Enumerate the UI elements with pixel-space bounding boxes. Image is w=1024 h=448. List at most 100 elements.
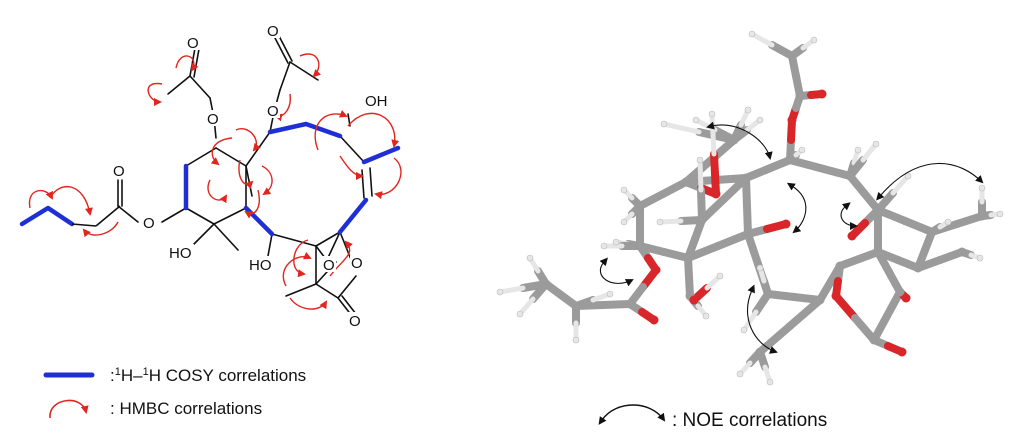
carbon-atom [927,227,937,237]
o-epoxide-label: O [323,257,335,274]
hmbc-legend-label: : HMBC correlations [110,399,262,418]
oxygen-atom [689,295,699,305]
model-bond [744,230,762,268]
hydrogen-atom [976,254,984,262]
model-bond [497,285,526,295]
hydrogen-atom [798,146,806,154]
ho-mid-label: HO [249,257,272,274]
oh-top-label: OH [365,93,388,110]
hydrogen-atom [606,290,614,298]
carbon-atom [755,347,765,357]
hmbc-arrows [28,53,402,310]
hydrogen-atom [854,146,862,154]
structure-2d: OH HO HO O O O O O O O O O [19,22,402,330]
carbon-atom [625,299,635,309]
hydrogen-atom [810,36,818,44]
model-bond [661,121,702,135]
model-bond [860,141,879,163]
molecular-model-3d [496,30,1004,386]
carbon-atom [635,201,645,211]
hydrogen-atom [692,116,700,124]
carbon-atom [683,253,693,263]
hydrogen-atom [656,218,664,226]
carbon-atom [741,173,751,183]
hydrogen-atom [756,116,764,124]
model-bond [901,217,936,236]
oxygen-atom [651,265,661,275]
model-bond [657,218,684,225]
noe-legend-arrow [598,404,666,425]
model-bond [709,111,717,157]
hydrogen-atom [872,140,880,148]
hydrogen-atom [600,242,608,250]
hydrogen-atom [696,156,704,164]
model-bond [883,288,904,320]
oxygen-atom [847,231,857,241]
model-bond [756,322,794,356]
carbon-atom [635,241,645,251]
skeletal-bonds [117,35,373,317]
hydrogen-atom [736,370,744,378]
model-bond [517,296,536,317]
oxygen-atom [817,89,827,99]
hmbc-legend-arrow [49,399,89,419]
carbon-atom [697,215,707,225]
atom-labels: OH HO HO O O O O O O O O O [112,22,388,330]
model-bond [697,186,706,224]
cosy-bonds [19,121,401,237]
model-bond [870,312,891,344]
o-acetyl1-carbonyl-label: O [187,35,199,52]
o-acetyl2-carbonyl-label: O [267,23,279,40]
model-bond [832,292,859,322]
hydrogen-atom [740,326,748,334]
hydrogen-atom [660,120,668,128]
model-bond [851,314,878,344]
oxygen-atom [831,291,841,301]
hydrogen-atom [620,186,628,194]
oxygen-atom [787,115,797,125]
model-bond [743,202,752,238]
hydrogen-atom [716,272,724,280]
oxygen-atom [781,219,791,229]
hydrogen-atom [612,238,620,246]
oxygen-atom [897,347,907,357]
model-bond [697,157,704,193]
carbon-atom [743,229,753,239]
model-bond [720,174,750,203]
hydrogen-atom [496,288,504,296]
oxygen-atom [901,293,911,303]
hydrogen-atom [756,264,764,272]
carbon-atom [913,263,923,273]
carbon-atom [869,335,879,345]
hydrogen-atom [708,110,716,118]
legend: :1H–1H COSY correlations : HMBC correlat… [43,366,827,431]
noe-arrows [599,121,984,354]
carbon-atom [729,135,739,145]
hydrogen-atom [744,106,752,114]
carbon-atom [571,301,581,311]
o-acetyl1-ester-label: O [207,111,219,128]
carbon-atom [795,91,805,101]
carbon-atom [873,247,883,257]
carbon-atom [957,247,967,257]
o-butyrate-carbonyl-label: O [113,163,125,180]
hydrogen-atom [572,336,580,344]
ho-left-label: HO [169,245,192,262]
carbon-atom [977,211,987,221]
model-bond [874,206,909,225]
carbon-atom [815,295,825,305]
hydrogen-atom [702,312,710,320]
carbon-atom [873,205,883,215]
carbon-atom [785,155,795,165]
hydrogen-atom [516,310,524,318]
model-bond [749,31,775,48]
o-lactone-ring-label: O [351,255,363,272]
carbon-atom [895,287,905,297]
oxygen-atom [649,315,659,325]
carbon-atom [787,51,797,61]
carbon-atom [681,177,691,187]
model-bond [710,150,720,198]
carbon-atom [541,279,551,289]
model-bond [816,164,854,180]
butyrate-chain [71,205,121,227]
